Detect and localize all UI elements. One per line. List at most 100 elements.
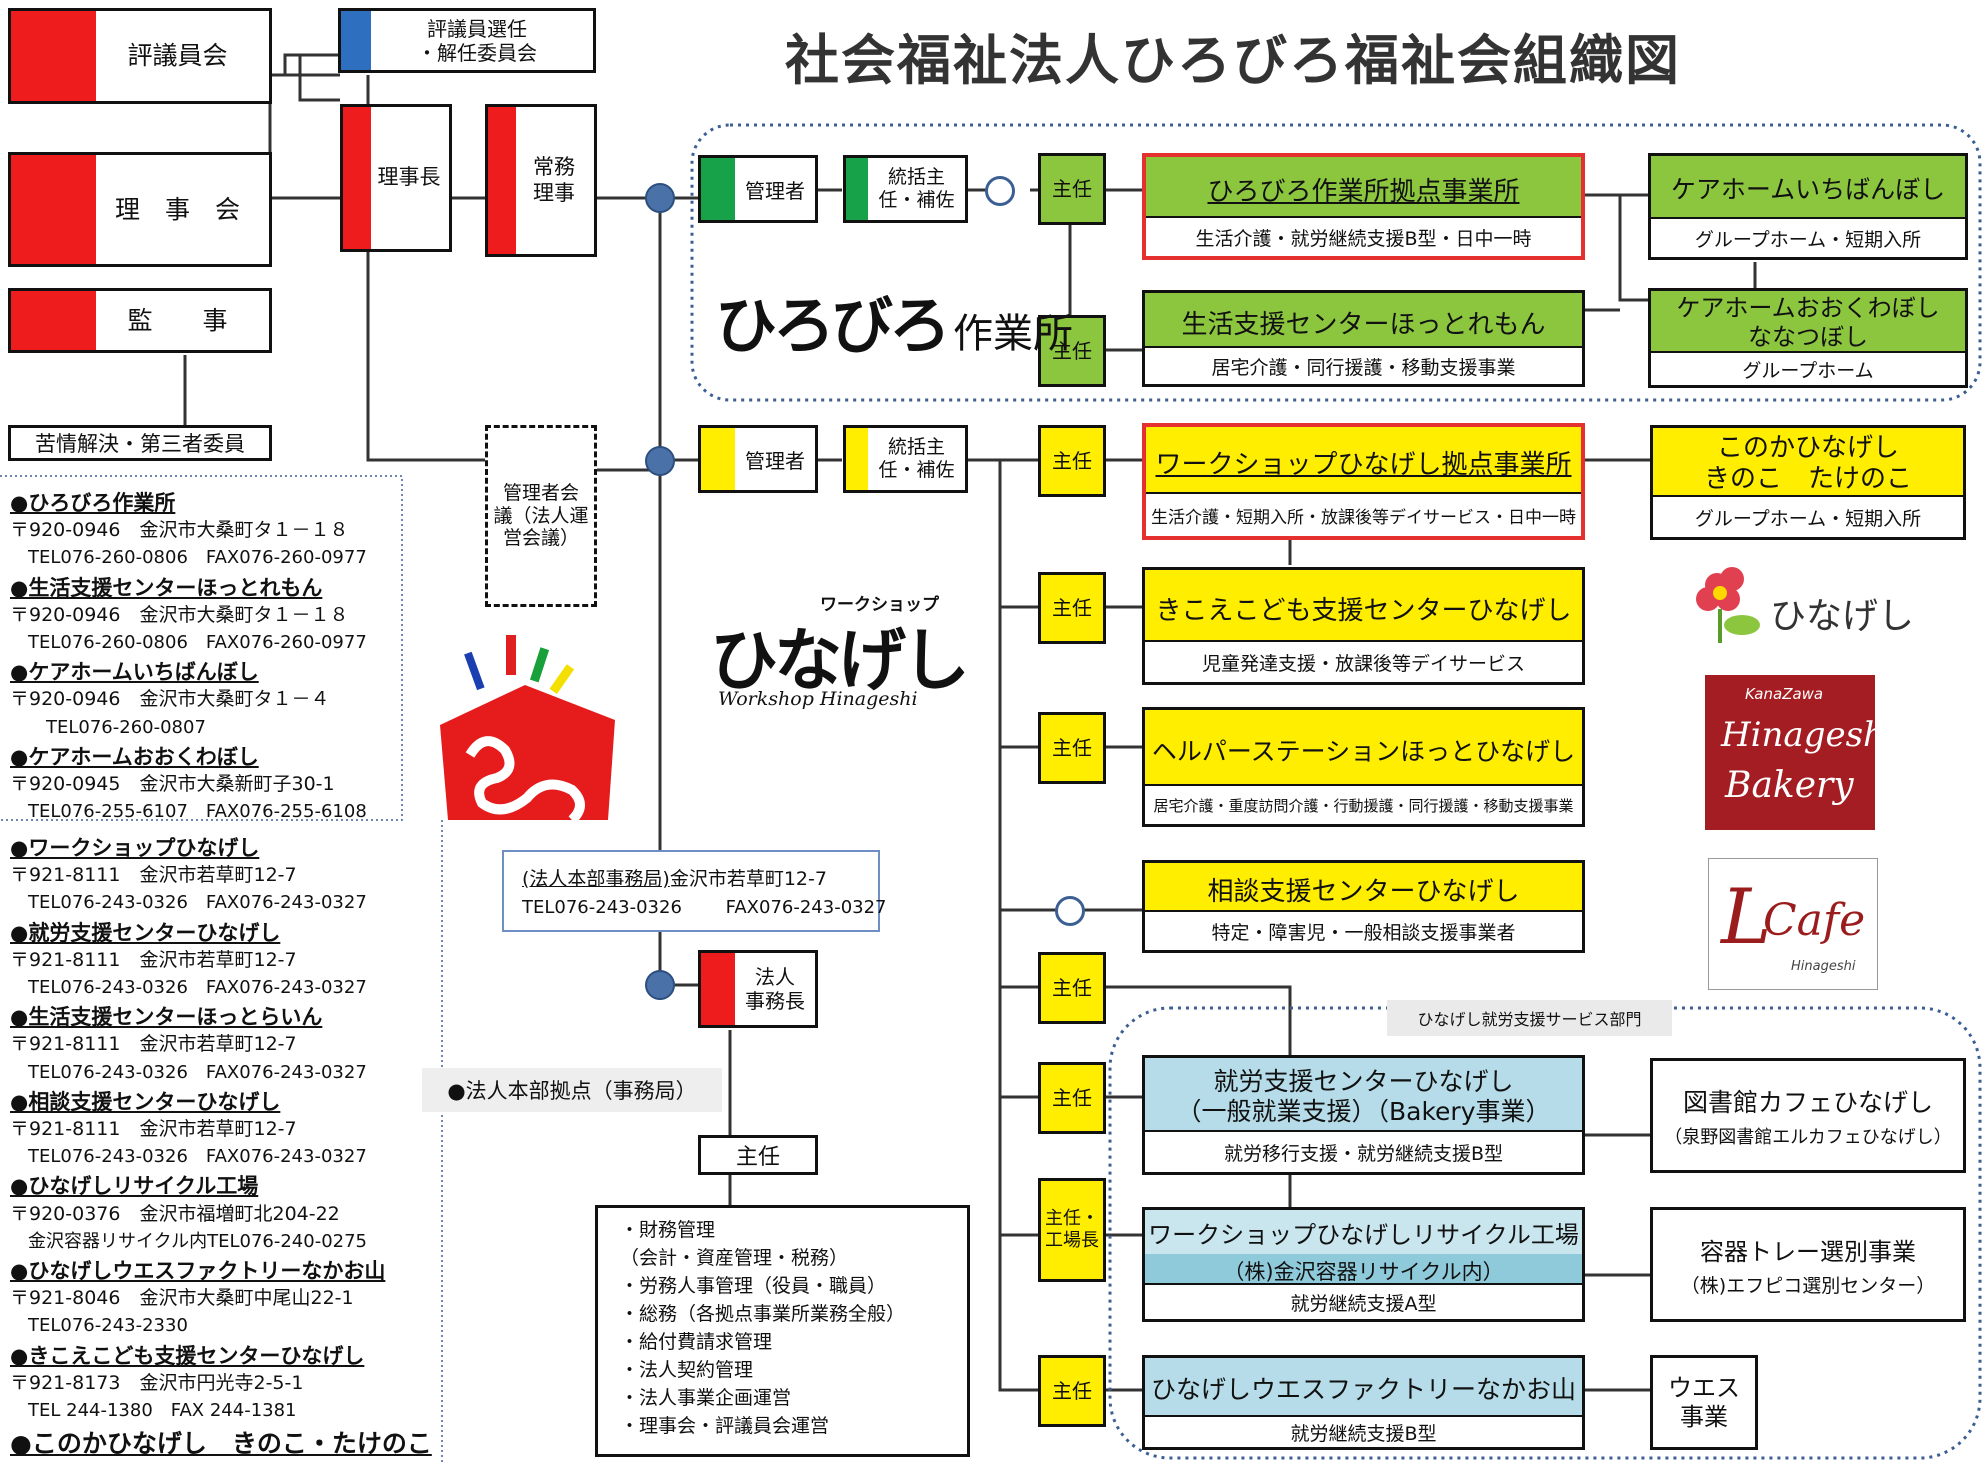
ichibanboshi-title: ケアホームいちばんぼし xyxy=(1670,175,1946,204)
address-entry-line: TEL076-243-0326 FAX076-243-0327 xyxy=(10,977,367,998)
hinageshi-chief-shuro: 主任 xyxy=(1038,1062,1106,1134)
council-label: 評議員会 xyxy=(127,41,228,70)
hinageshi-chief-west: 主任 xyxy=(1038,1355,1106,1427)
hq-office-fax: FAX076-243-0327 xyxy=(725,897,887,918)
cafe-logo: L Cafe Hinageshi xyxy=(1708,858,1878,990)
hirobiro-chief-1: 主任 xyxy=(1038,153,1106,225)
hinageshi-base-title: ワークショップひなげし拠点事業所 xyxy=(1155,449,1572,480)
address-entry-line: 〒920-0946 金沢市大桑町タ１－１８ xyxy=(10,603,349,626)
hirobiro-manager-box: 管理者 xyxy=(698,155,818,223)
hotlemon-unit: 生活支援センターほっとれもん 居宅介護・同行援護・移動支援事業 xyxy=(1142,290,1585,387)
waste-cloth-label: ウエス 事業 xyxy=(1668,1373,1740,1431)
chairman-box: 理事長 xyxy=(340,104,452,252)
address-entry-name: ●ひろびろ作業所 xyxy=(10,491,176,515)
address-entry-name: ●ひなげしリサイクル工場 xyxy=(10,1174,259,1199)
board-box: 理 事 会 xyxy=(8,152,272,267)
hq-duty-item: ・総務（各拠点事業所業務全般） xyxy=(620,1303,906,1325)
address-entry-line: 金沢容器リサイクル内TEL076-240-0275 xyxy=(10,1230,368,1252)
shuro-title: 就労支援センターひなげし （一般就業支援）（Bakery事業） xyxy=(1176,1067,1551,1126)
hotlemon-services: 居宅介護・同行援護・移動支援事業 xyxy=(1211,356,1516,379)
address-entry-line: 〒920-0946 金沢市大桑町タ１－１８ xyxy=(10,519,349,542)
address-entry-line: 〒921-8111 金沢市若草町12-7 xyxy=(10,1118,297,1140)
soudan-services: 特定・障害児・一般相談支援事業者 xyxy=(1211,921,1516,944)
address-entry-line: TEL 244-1380 FAX 244-1381 xyxy=(10,1400,297,1421)
managing-director-box: 常務 理事 xyxy=(485,104,597,257)
okuwaboshi-title: ケアホームおおくわぼし ななつぼし xyxy=(1676,294,1940,351)
hq-chief-label: 主任 xyxy=(735,1145,780,1170)
recycle-title: ワークショップひなげしリサイクル工場 xyxy=(1148,1220,1579,1249)
hq-duty-item: ・法人事業企画運営 xyxy=(620,1387,792,1409)
address-entry-line: 〒921-8111 金沢市若草町12-7 xyxy=(10,1033,297,1056)
address-entry-line: 〒920-0945 金沢市大桑新町子30-1 xyxy=(10,773,335,795)
tray-sorting-sub: （株)エフピコ選別センター） xyxy=(1680,1274,1936,1297)
hirobiro-manager-label: 管理者 xyxy=(745,178,805,203)
address-entry-line: TEL076-260-0806 FAX076-260-0977 xyxy=(10,632,367,653)
managing-director-label: 常務 理事 xyxy=(533,155,575,205)
address-entry-line: TEL076-243-0326 FAX076-243-0327 xyxy=(10,1061,367,1083)
hirobiro-deputy-label: 統括主 任・補佐 xyxy=(878,166,955,211)
complaints-label: 苦情解決・第三者委員 xyxy=(35,432,245,456)
hq-chief-box: 主任 xyxy=(698,1135,818,1175)
address-entry-name: ●生活支援センターほっとらいん xyxy=(10,1005,323,1030)
hq-duty-item: ・労務人事管理（役員・職員） xyxy=(620,1275,887,1297)
junction-ring xyxy=(985,176,1015,206)
kikoe-unit: きこえこども支援センターひなげし 児童発達支援・放課後等デイサービス xyxy=(1142,567,1585,685)
hotlemon-title: 生活支援センターほっとれもん xyxy=(1181,309,1546,340)
complaints-box: 苦情解決・第三者委員 xyxy=(8,425,272,461)
address-entry-line: TEL076-243-2330 xyxy=(10,1315,188,1337)
west-title: ひなげしウエスファクトリーなかお山 xyxy=(1150,1375,1576,1404)
hinageshi-chief-base: 主任 xyxy=(1038,425,1106,497)
board-label: 理 事 会 xyxy=(114,194,240,224)
library-cafe-box: 図書館カフェひなげし （泉野図書館エルカフェひなげし） xyxy=(1650,1058,1966,1173)
junction-dot xyxy=(645,970,675,1000)
okuwaboshi-unit: ケアホームおおくわぼし ななつぼし グループホーム xyxy=(1648,288,1968,388)
helper-unit: ヘルパーステーションほっとひなげし 居宅介護・重度訪問介護・行動援護・同行援護・… xyxy=(1142,707,1585,827)
shuro-services: 就労移行支援・就労継続支援B型 xyxy=(1223,1142,1504,1165)
hinageshi-chief-recycle: 主任・ 工場長 xyxy=(1038,1178,1106,1282)
junction-ring xyxy=(1055,896,1085,926)
junction-dot xyxy=(645,183,675,213)
address-entry-name: ●相談支援センターひなげし xyxy=(10,1089,281,1114)
election-committee-box: 評議員選任 ・解任委員会 xyxy=(338,8,596,73)
junction-dot xyxy=(645,446,675,476)
tray-sorting-box: 容器トレー選別事業 （株)エフピコ選別センター） xyxy=(1650,1207,1966,1322)
hinageshi-workshop-logo: ワークショップ ひなげし Workshop Hinageshi xyxy=(710,595,970,710)
hq-director-label: 法人 事務長 xyxy=(745,965,805,1013)
hirobiro-deputy-box: 統括主 任・補佐 xyxy=(843,155,968,223)
hinageshi-chief-section: 主任 xyxy=(1038,952,1106,1024)
bakery-logo: KanaZawa Hinageshi Bakery xyxy=(1705,675,1896,830)
tray-sorting-title: 容器トレー選別事業 xyxy=(1700,1237,1916,1266)
address-entry-line: 〒921-8173 金沢市円光寺2-5-1 xyxy=(10,1371,304,1394)
hirobiro-base-services: 生活介護・就労継続支援B型・日中一時 xyxy=(1195,227,1532,250)
hinageshi-chief-helper: 主任 xyxy=(1038,712,1106,784)
page-title: 社会福祉法人ひろびろ福祉会組織図 xyxy=(785,29,1681,92)
address-entry-line: 〒921-8111 金沢市若草町12-7 xyxy=(10,948,297,971)
hq-office-tel: TEL076-243-0326 xyxy=(522,897,682,918)
hq-duties-list: ・財務管理（会計・資産管理・税務）・労務人事管理（役員・職員）・総務（各拠点事業… xyxy=(620,1216,905,1440)
address-entry-line: 〒921-8046 金沢市大桑町中尾山22-1 xyxy=(10,1287,354,1310)
hq-duty-item: ・法人契約管理 xyxy=(620,1359,754,1381)
hq-duty-item: ・理事会・評議員会運営 xyxy=(620,1415,830,1437)
hirobiro-base-title: ひろびろ作業所拠点事業所 xyxy=(1207,176,1520,207)
address-entry-name: ●生活支援センターほっとれもん xyxy=(10,575,323,600)
waste-cloth-box: ウエス 事業 xyxy=(1650,1355,1758,1450)
hq-office-address: 金沢市若草町12-7 xyxy=(669,868,827,890)
library-cafe-title: 図書館カフェひなげし xyxy=(1682,1087,1933,1117)
hq-director-box: 法人 事務長 xyxy=(698,950,818,1028)
managers-meeting-label: 管理者会 議（法人運 営会議） xyxy=(493,481,589,550)
managers-meeting-box: 管理者会 議（法人運 営会議） xyxy=(485,425,597,607)
hinageshi-deputy-box: 統括主 任・補佐 xyxy=(843,425,968,493)
address-entry-line: 〒921-8111 金沢市若草町12-7 xyxy=(10,864,297,887)
hinageshi-deputy-label: 統括主 任・補佐 xyxy=(878,436,955,481)
hq-office-box: (法人本部事務局)金沢市若草町12-7 TEL076-243-0326 FAX0… xyxy=(502,850,887,932)
hq-office-link[interactable]: (法人本部事務局) xyxy=(522,868,670,890)
soudan-unit: 相談支援センターひなげし 特定・障害児・一般相談支援事業者 xyxy=(1142,860,1585,953)
address-entry-line: TEL076-255-6107 FAX076-255-6108 xyxy=(10,801,367,823)
west-services: 就労継続支援B型 xyxy=(1290,1422,1437,1445)
library-cafe-sub: （泉野図書館エルカフェひなげし） xyxy=(1664,1126,1952,1148)
west-unit: ひなげしウエスファクトリーなかお山 就労継続支援B型 xyxy=(1142,1355,1585,1450)
recycle-location: （株)金沢容器リサイクル内） xyxy=(1223,1260,1504,1284)
kikoe-services: 児童発達支援・放課後等デイサービス xyxy=(1201,652,1525,675)
